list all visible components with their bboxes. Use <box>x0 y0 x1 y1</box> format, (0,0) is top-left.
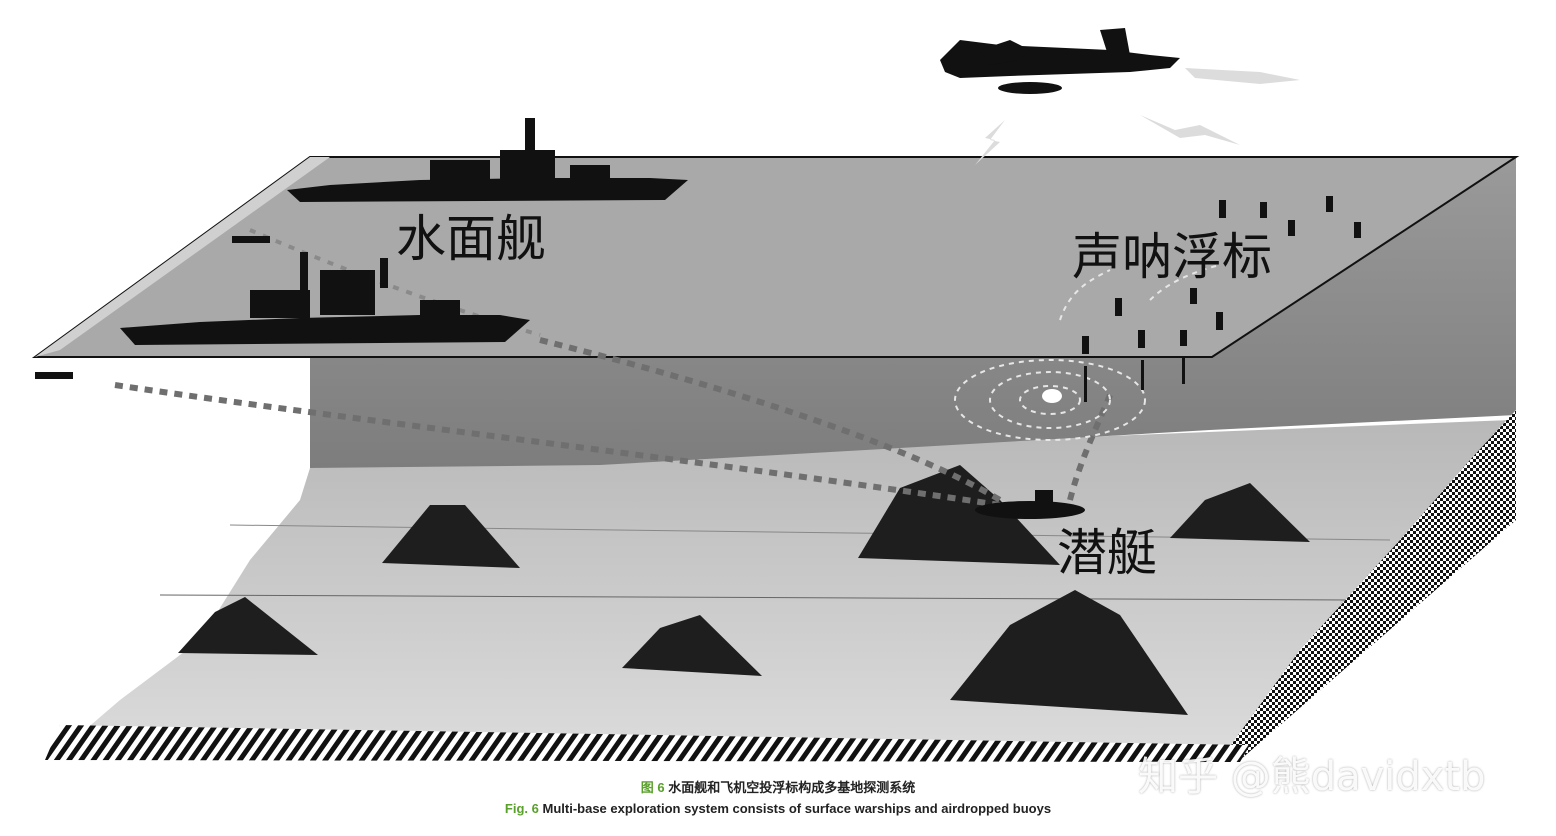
submarine-echo <box>1042 389 1062 403</box>
sonobuoy-line-3 <box>1182 358 1185 384</box>
radio-bolts <box>975 68 1300 165</box>
signal-paths <box>114 337 1113 508</box>
submarine-label: 潜艇 <box>1057 524 1157 582</box>
seabed-line-2 <box>159 594 1351 601</box>
front-edge <box>45 725 1250 762</box>
surface-ship-rear <box>287 118 688 202</box>
sonobuoy-6 <box>1190 288 1197 304</box>
sonobuoy-10 <box>1138 330 1145 348</box>
seamount-6 <box>950 590 1188 715</box>
sonobuoy-3 <box>1326 196 1333 212</box>
submarine <box>975 490 1085 519</box>
patrol-aircraft <box>940 28 1180 94</box>
sonobuoy-label: 声呐浮标 <box>1072 228 1272 286</box>
caption-en: Fig. 6 Multi-base exploration system con… <box>0 801 1556 816</box>
surface-signal-path <box>249 228 541 337</box>
sonobuoy-7 <box>1115 298 1122 316</box>
sonobuoy-line-2 <box>1141 360 1144 390</box>
caption-en-text: Multi-base exploration system consists o… <box>542 801 1052 816</box>
seamount-5 <box>1170 483 1310 542</box>
sonobuoy-1 <box>1219 200 1226 218</box>
sonar-ripples <box>954 264 1221 441</box>
sonobuoy-4 <box>1288 220 1295 236</box>
sonobuoy-9 <box>1180 330 1187 346</box>
caption-zh-prefix: 图 6 <box>640 780 665 795</box>
sea-volume <box>310 158 1516 468</box>
ship-marker-2 <box>35 372 73 379</box>
signal-path-2 <box>539 337 1002 503</box>
caption-zh: 图 6 水面舰和飞机空投浮标构成多基地探测系统 <box>0 777 1556 796</box>
sonobuoy-8 <box>1216 312 1223 330</box>
sonobuoys <box>1082 196 1361 402</box>
seamount-2 <box>178 597 318 655</box>
surface-ship-label: 水面舰 <box>396 210 546 268</box>
sonobuoy-5 <box>1354 222 1361 238</box>
signal-path-3 <box>1067 393 1113 501</box>
surface-ship-front <box>120 252 530 345</box>
sonobuoy-2 <box>1260 202 1267 218</box>
right-wall <box>1220 410 1516 760</box>
watermark: 知乎 @熊davidxtb <box>1138 754 1486 800</box>
caption-zh-text: 水面舰和飞机空投浮标构成多基地探测系统 <box>668 780 916 795</box>
seamount-3 <box>622 615 762 676</box>
sonobuoy-11 <box>1082 336 1089 354</box>
seamount-1 <box>382 505 520 568</box>
signal-path-1 <box>114 382 1001 508</box>
caption-en-prefix: Fig. 6 <box>504 801 539 816</box>
ship-marker-1 <box>232 236 270 243</box>
sea-surface-light-band <box>35 157 330 357</box>
sonobuoy-line-1 <box>1084 366 1087 402</box>
